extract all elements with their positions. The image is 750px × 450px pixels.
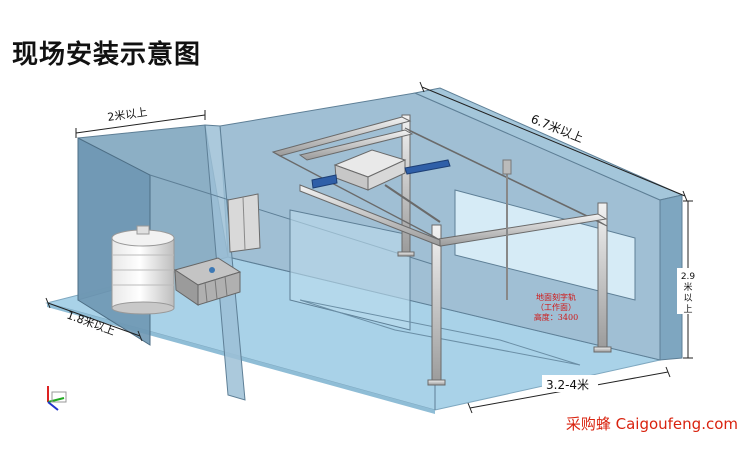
water-treatment-unit xyxy=(173,257,242,306)
watermark: 采购蜂 Caigoufeng.com xyxy=(565,415,738,433)
page-title: 现场安装示意图 xyxy=(12,40,202,70)
dim-label-height-2: 米 xyxy=(683,281,692,293)
dimension-left-width: 2米以上 xyxy=(75,106,206,138)
floor-note: 地面刻字轨 （工作面） 高度：3400 xyxy=(534,292,578,322)
dim-label-height-1: 2.9 xyxy=(681,272,696,282)
cleaning-head xyxy=(311,149,451,223)
note-line-3: 高度：3400 xyxy=(534,312,578,322)
work-area-back xyxy=(289,209,411,331)
right-wall-face xyxy=(659,194,683,361)
dim-label-height-4: 上 xyxy=(683,304,692,315)
axis-triad-icon xyxy=(47,386,67,411)
note-line-2: （工作面） xyxy=(536,302,576,312)
dim-label-bay-width: 3.2-4米 xyxy=(546,378,589,392)
dimension-height: 2.9 米 以 上 xyxy=(677,200,699,359)
dim-label-left-width: 2米以上 xyxy=(107,106,148,124)
dim-label-height-3: 以 xyxy=(683,294,692,304)
water-tank xyxy=(111,225,175,315)
gantry-frame xyxy=(271,114,612,386)
note-line-1: 地面刻字轨 xyxy=(536,292,576,302)
dimension-bay-width: 3.2-4米 xyxy=(467,366,671,414)
